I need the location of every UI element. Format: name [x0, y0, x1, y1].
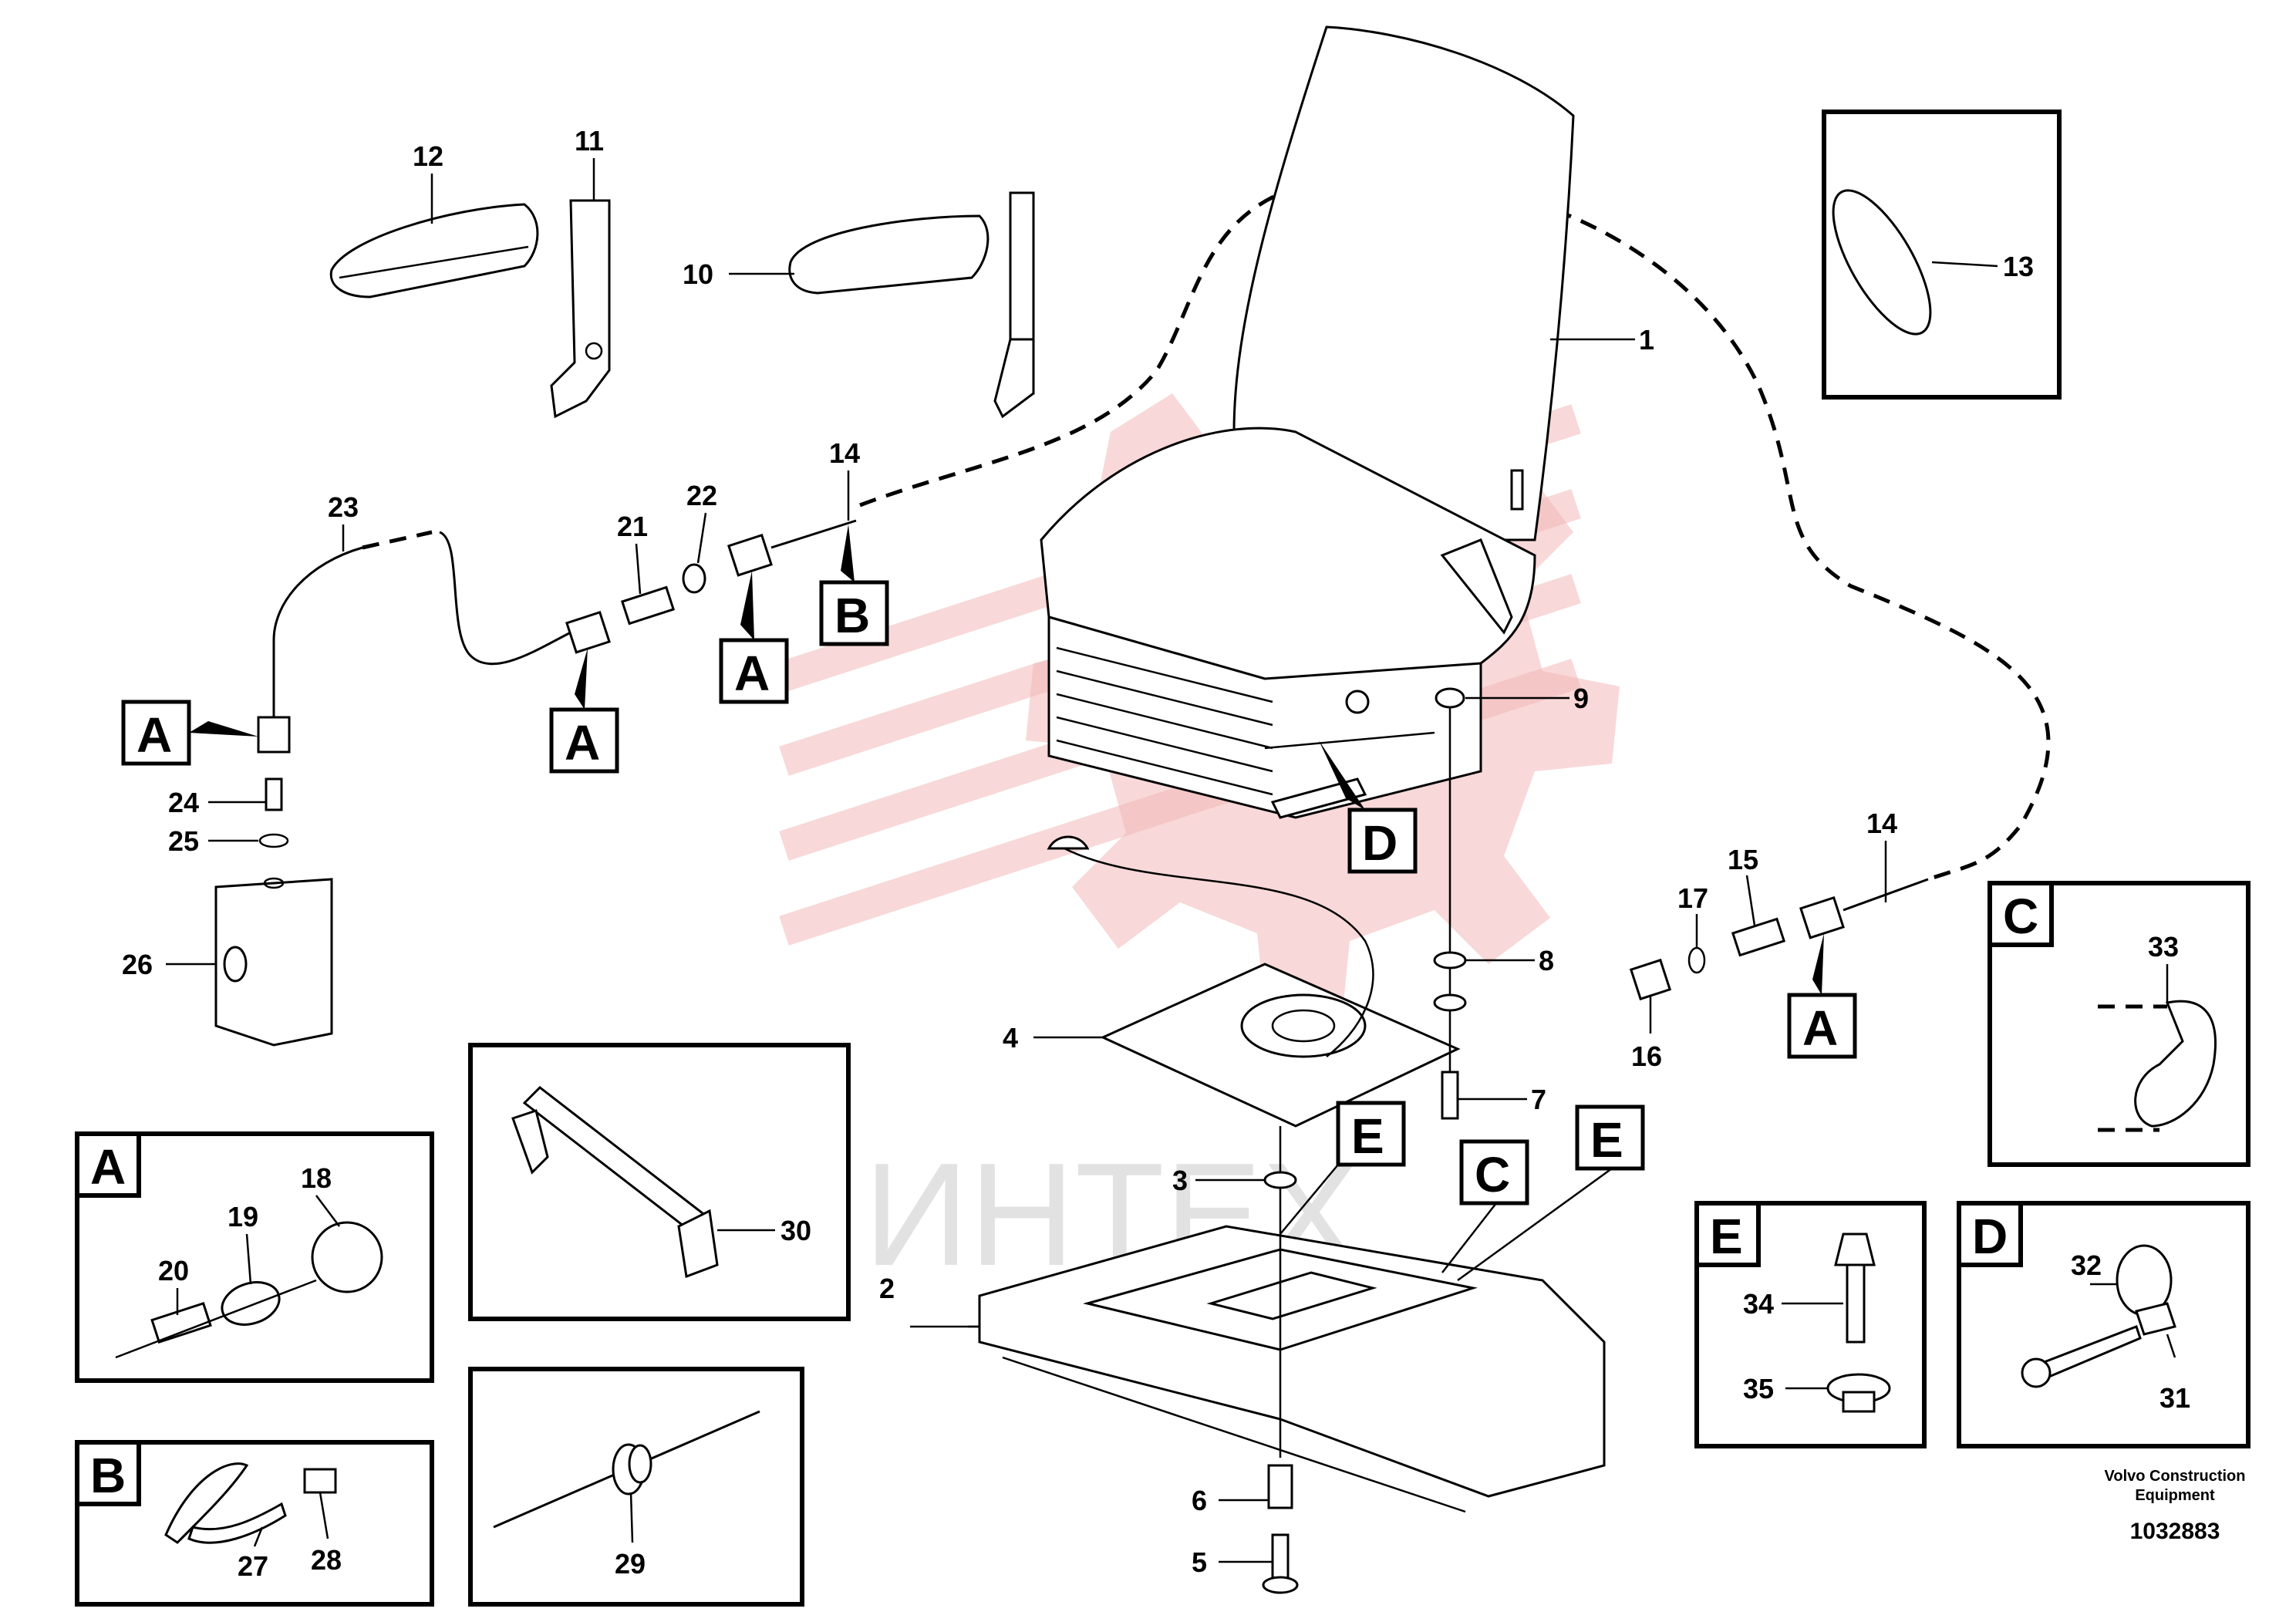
svg-text:C: C — [2003, 889, 2038, 944]
part-number-16: 16 — [1631, 1040, 1662, 1072]
title-block: Volvo Construction Equipment 1032883 — [2105, 1468, 2246, 1544]
detail-panel-a: A — [75, 1131, 434, 1383]
fittings-right — [1629, 878, 1929, 1001]
callout-d: D — [1319, 740, 1418, 874]
callout-e-left: E — [1279, 1101, 1406, 1235]
callout-c: C — [1441, 1139, 1529, 1273]
callout-a-mid1: A — [549, 648, 619, 774]
svg-text:E: E — [1710, 1209, 1743, 1264]
callout-e-right: E — [1457, 1104, 1645, 1282]
svg-text:A: A — [1802, 1000, 1838, 1056]
svg-text:A: A — [734, 646, 770, 701]
part-number-11: 11 — [575, 125, 604, 157]
part-number-9: 9 — [1573, 683, 1589, 714]
svg-text:B: B — [834, 588, 870, 643]
svg-text:A: A — [565, 715, 600, 771]
detail-panel-d: D — [1957, 1201, 2250, 1448]
part-number-29: 29 — [615, 1548, 646, 1580]
part-number-28: 28 — [311, 1544, 342, 1576]
part-number-25: 25 — [168, 825, 199, 857]
part-number-18: 18 — [301, 1162, 332, 1194]
part-number-23: 23 — [328, 491, 359, 523]
part-number-22: 22 — [686, 480, 717, 511]
part-number-32: 32 — [2071, 1249, 2102, 1281]
callout-a-mid2: A — [719, 571, 789, 704]
svg-text:A: A — [90, 1139, 126, 1195]
swivel-plate — [1047, 835, 1461, 1128]
svg-text:E: E — [1590, 1112, 1623, 1168]
svg-text:E: E — [1351, 1108, 1384, 1164]
part-number-30: 30 — [781, 1215, 811, 1246]
callout-a-left: A — [121, 700, 258, 766]
part-number-17: 17 — [1677, 882, 1708, 914]
detail-cable-tie — [1822, 110, 2062, 400]
fittings-middle — [565, 519, 857, 654]
detail-bracket-30 — [468, 1043, 851, 1321]
drawing-number: 1032883 — [2130, 1519, 2220, 1544]
part-number-8: 8 — [1539, 945, 1554, 976]
leader-lines — [166, 158, 2176, 1563]
part-number-3: 3 — [1172, 1165, 1188, 1196]
armrest-pad — [329, 203, 539, 298]
svg-text:D: D — [1362, 815, 1397, 871]
part-number-2: 2 — [879, 1273, 895, 1304]
part-number-15: 15 — [1728, 844, 1758, 875]
part-number-24: 24 — [168, 787, 199, 818]
svg-text:A: A — [137, 707, 172, 763]
part-number-14-right: 14 — [1866, 808, 1897, 839]
fasteners-center — [1262, 687, 1467, 1594]
part-number-34: 34 — [1743, 1288, 1774, 1320]
part-number-35: 35 — [1743, 1373, 1774, 1404]
cable-route-dashed — [859, 174, 2051, 882]
part-number-20: 20 — [158, 1255, 189, 1286]
part-number-7: 7 — [1531, 1084, 1546, 1115]
part-number-21: 21 — [617, 511, 648, 542]
part-number-5: 5 — [1192, 1546, 1207, 1578]
detail-panel-c: C — [1988, 881, 2250, 1167]
seat-assembly — [1040, 25, 1575, 819]
svg-text:D: D — [1972, 1209, 2008, 1264]
part-number-10: 10 — [683, 258, 713, 290]
credit-line-1: Volvo Construction — [2105, 1468, 2246, 1485]
part-number-13: 13 — [2003, 251, 2034, 282]
part-number-27: 27 — [238, 1550, 268, 1582]
hose-left — [214, 530, 571, 1047]
svg-text:B: B — [90, 1448, 126, 1503]
part-numbers: 1 2 3 4 5 6 7 8 9 10 11 12 13 14 14 15 1… — [122, 125, 2190, 1582]
part-number-4: 4 — [1003, 1022, 1018, 1054]
part-number-1: 1 — [1639, 324, 1654, 356]
armrest-assembled — [788, 191, 1035, 419]
detail-panel-e: E — [1694, 1201, 1927, 1448]
part-number-33: 33 — [2148, 931, 2179, 963]
armrest-bracket — [550, 199, 611, 419]
part-number-19: 19 — [228, 1201, 258, 1233]
credit-line-2: Equipment — [2135, 1487, 2215, 1504]
part-number-14-top: 14 — [829, 437, 860, 469]
part-number-12: 12 — [413, 140, 443, 172]
detail-grommet-29 — [468, 1367, 804, 1607]
callout-a-right: A — [1787, 933, 1857, 1059]
svg-text:C: C — [1475, 1147, 1510, 1202]
callout-b: B — [819, 524, 889, 646]
part-number-26: 26 — [122, 949, 153, 980]
callouts: A A A B D E C — [121, 524, 1857, 1282]
detail-panel-b: B — [75, 1440, 434, 1607]
part-number-31: 31 — [2159, 1382, 2190, 1414]
part-number-6: 6 — [1192, 1485, 1207, 1516]
